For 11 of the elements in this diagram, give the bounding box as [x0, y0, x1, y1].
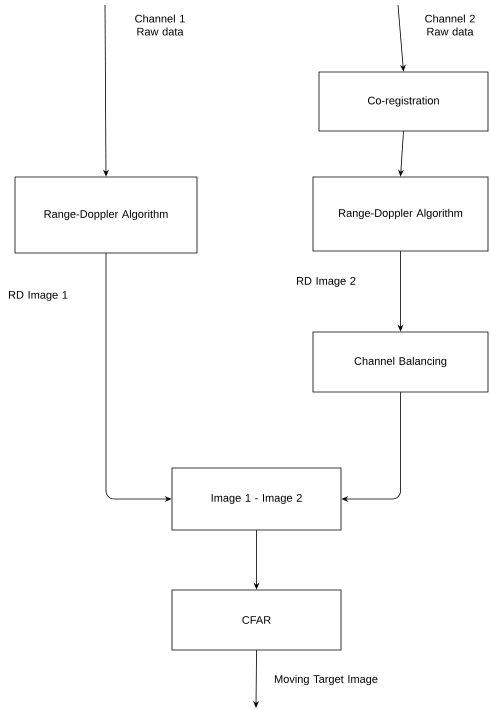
process-box: Range-Doppler Algorithm — [14, 176, 198, 254]
process-box: Range-Doppler Algorithm — [312, 176, 488, 252]
process-box: Image 1 - Image 2 — [172, 468, 342, 530]
edge-label: Channel 2 Raw data — [425, 14, 475, 36]
process-box: Channel Balancing — [312, 332, 488, 392]
process-box: CFAR — [172, 590, 342, 650]
edge-label: Moving Target Image — [274, 674, 378, 686]
process-box: Co-registration — [318, 72, 488, 132]
edge-label: RD Image 2 — [296, 277, 356, 287]
edge-label: RD Image 1 — [8, 291, 68, 301]
edge-label: Channel 1 Raw data — [135, 14, 185, 36]
